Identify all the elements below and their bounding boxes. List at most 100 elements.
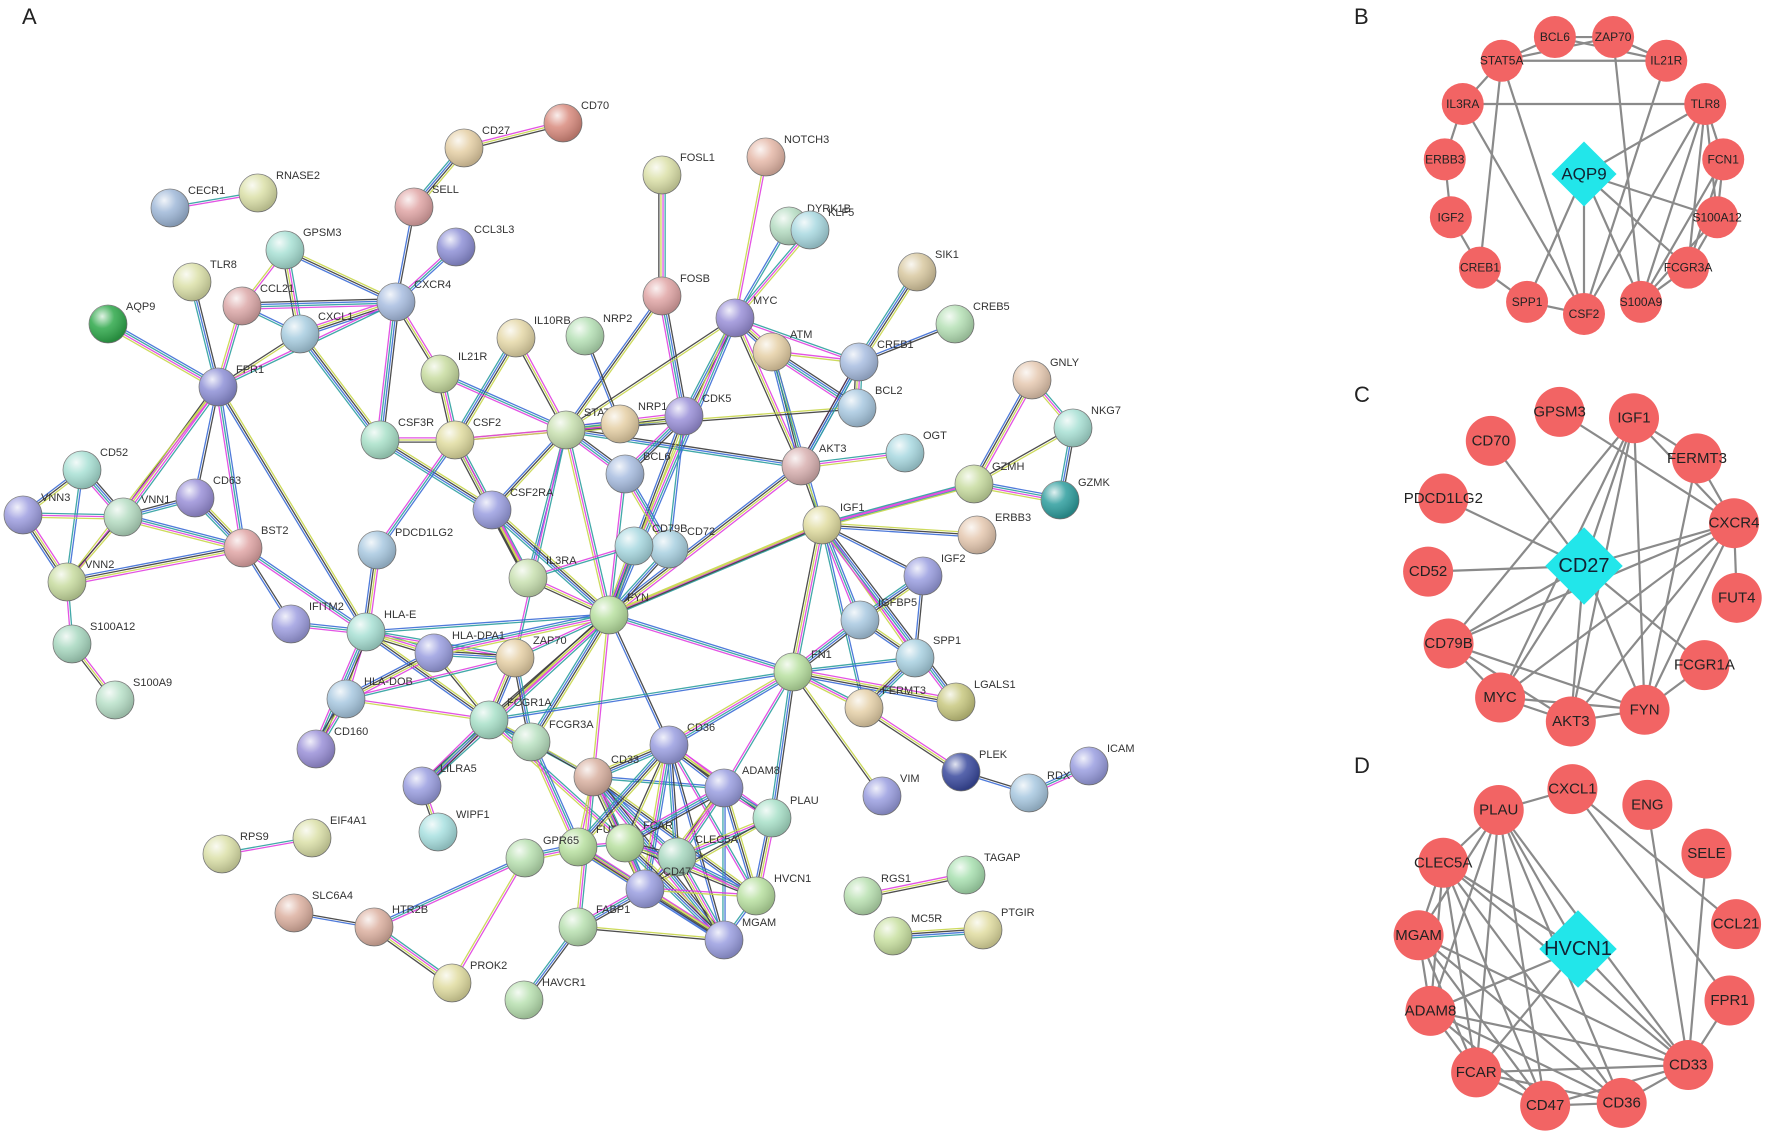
protein-node-cecr1[interactable]: CECR1: [150, 185, 225, 228]
gene-node-plau[interactable]: PLAU: [1473, 785, 1524, 836]
gene-node-tlr8[interactable]: TLR8: [1684, 83, 1727, 125]
protein-node-akt3[interactable]: AKT3: [781, 443, 847, 486]
protein-node-fyn[interactable]: FYN: [589, 592, 649, 635]
gene-node-ccl21[interactable]: CCL21: [1711, 899, 1762, 950]
gene-node-adam8[interactable]: ADAM8: [1405, 985, 1457, 1036]
gene-node-csf2[interactable]: CSF2: [1563, 293, 1605, 335]
protein-node-fosl1[interactable]: FOSL1: [642, 152, 715, 195]
protein-node-bcl6[interactable]: BCL6: [605, 451, 671, 494]
protein-node-cd63[interactable]: CD63: [175, 475, 241, 518]
protein-node-clec5a[interactable]: CLEC5A: [657, 834, 738, 877]
protein-node-pdcd1lg2[interactable]: PDCD1LG2: [357, 527, 453, 570]
protein-node-mgam[interactable]: MGAM: [704, 917, 776, 960]
gene-node-bcl6[interactable]: BCL6: [1533, 16, 1576, 59]
gene-node-fcn1[interactable]: FCN1: [1702, 138, 1745, 181]
protein-node-cxcr4[interactable]: CXCR4: [376, 279, 451, 322]
protein-node-zap70[interactable]: ZAP70: [495, 635, 567, 678]
protein-node-gzmk[interactable]: GZMK: [1040, 477, 1110, 520]
protein-node-gpsm3[interactable]: GPSM3: [265, 227, 342, 270]
gene-node-igf2[interactable]: IGF2: [1429, 196, 1472, 239]
gene-node-eng[interactable]: ENG: [1622, 779, 1673, 830]
protein-node-fosb[interactable]: FOSB: [642, 273, 710, 316]
protein-node-fn1[interactable]: FN1: [773, 649, 832, 692]
protein-node-hvcn1[interactable]: HVCN1: [736, 873, 811, 916]
protein-node-cd72[interactable]: CD72: [649, 526, 715, 569]
protein-node-gpr65[interactable]: GPR65: [505, 835, 579, 878]
gene-node-cd70[interactable]: CD70: [1465, 415, 1516, 466]
protein-node-aqp9[interactable]: AQP9: [88, 301, 155, 344]
protein-node-nkg7[interactable]: NKG7: [1053, 405, 1121, 448]
gene-node-fcgr3a[interactable]: FCGR3A: [1664, 246, 1713, 289]
protein-node-wipf1[interactable]: WIPF1: [418, 809, 490, 852]
gene-node-creb1[interactable]: CREB1: [1458, 246, 1501, 289]
protein-node-notch3[interactable]: NOTCH3: [746, 134, 829, 177]
protein-node-slc6a4[interactable]: SLC6A4: [274, 890, 353, 933]
gene-node-mgam[interactable]: MGAM: [1393, 910, 1444, 961]
protein-node-csf2ra[interactable]: CSF2RA: [472, 487, 554, 530]
gene-node-fermt3[interactable]: FERMT3: [1667, 433, 1727, 484]
protein-node-cd52[interactable]: CD52: [62, 447, 128, 490]
protein-node-creb1[interactable]: CREB1: [839, 339, 914, 382]
protein-node-cd36[interactable]: CD36: [649, 722, 715, 765]
gene-node-spp1[interactable]: SPP1: [1506, 280, 1549, 323]
protein-node-cd160[interactable]: CD160: [296, 726, 368, 769]
protein-node-igf1[interactable]: IGF1: [802, 502, 864, 545]
protein-node-tagap[interactable]: TAGAP: [946, 852, 1020, 895]
protein-node-cdk5[interactable]: CDK5: [664, 393, 731, 436]
protein-node-lilra5[interactable]: LILRA5: [402, 763, 477, 806]
protein-node-ccl3l3[interactable]: CCL3L3: [436, 224, 514, 267]
protein-node-rgs1[interactable]: RGS1: [843, 873, 911, 916]
protein-node-cd33[interactable]: CD33: [573, 754, 639, 797]
gene-node-zap70[interactable]: ZAP70: [1592, 16, 1635, 59]
protein-node-nrp1[interactable]: NRP1: [600, 401, 667, 444]
gene-node-cxcr4[interactable]: CXCR4: [1709, 498, 1760, 549]
protein-node-adam8[interactable]: ADAM8: [704, 765, 780, 808]
protein-node-cd70[interactable]: CD70: [543, 100, 609, 143]
gene-node-fcgr1a[interactable]: FCGR1A: [1674, 640, 1735, 691]
protein-node-bcl2[interactable]: BCL2: [837, 385, 903, 428]
gene-node-fpr1[interactable]: FPR1: [1704, 975, 1755, 1026]
protein-node-igf2[interactable]: IGF2: [903, 553, 965, 596]
protein-node-il3ra[interactable]: IL3RA: [508, 555, 577, 598]
gene-node-cd36[interactable]: CD36: [1596, 1077, 1647, 1128]
hub-node-hvcn1[interactable]: HVCN1: [1539, 910, 1617, 988]
protein-node-fcar[interactable]: FCAR: [605, 820, 673, 863]
protein-node-sell[interactable]: SELL: [394, 184, 459, 227]
protein-node-fpr1[interactable]: FPR1: [198, 364, 264, 407]
protein-node-hla-dpa1[interactable]: HLA-DPA1: [414, 630, 505, 673]
protein-node-icam[interactable]: ICAM: [1069, 743, 1135, 786]
gene-node-pdcd1lg2[interactable]: PDCD1LG2: [1404, 473, 1483, 524]
protein-node-rdx[interactable]: RDX: [1009, 770, 1071, 813]
protein-node-hla-e[interactable]: HLA-E: [346, 609, 416, 652]
protein-node-atm[interactable]: ATM: [752, 329, 812, 372]
protein-node-csf3r[interactable]: CSF3R: [360, 417, 434, 460]
gene-node-fcar[interactable]: FCAR: [1451, 1047, 1502, 1098]
protein-node-myc[interactable]: MYC: [715, 295, 778, 338]
protein-node-ogt[interactable]: OGT: [885, 430, 947, 473]
protein-node-tlr8[interactable]: TLR8: [172, 259, 237, 302]
protein-node-csf2[interactable]: CSF2: [435, 417, 501, 460]
protein-node-gzmh[interactable]: GZMH: [954, 461, 1024, 504]
protein-node-vnn3[interactable]: VNN3: [3, 492, 70, 535]
protein-node-igfbp5[interactable]: IGFBP5: [840, 597, 917, 640]
protein-node-spp1[interactable]: SPP1: [895, 635, 961, 678]
hub-node-cd27[interactable]: CD27: [1545, 527, 1623, 605]
protein-node-ifitm2[interactable]: IFITM2: [271, 601, 344, 644]
protein-node-eif4a1[interactable]: EIF4A1: [292, 815, 367, 858]
protein-node-gnly[interactable]: GNLY: [1012, 357, 1080, 400]
protein-node-il10rb[interactable]: IL10RB: [496, 315, 571, 358]
gene-node-myc[interactable]: MYC: [1475, 672, 1526, 723]
protein-node-plau[interactable]: PLAU: [752, 795, 819, 838]
gene-node-clec5a[interactable]: CLEC5A: [1414, 837, 1472, 888]
protein-node-erbb3[interactable]: ERBB3: [957, 512, 1031, 555]
protein-node-sik1[interactable]: SIK1: [897, 249, 959, 292]
protein-node-bst2[interactable]: BST2: [223, 525, 289, 568]
gene-node-cd52[interactable]: CD52: [1403, 546, 1454, 597]
protein-node-cxcl1[interactable]: CXCL1: [280, 311, 353, 354]
gene-node-s100a9[interactable]: S100A9: [1620, 280, 1663, 323]
protein-node-vim[interactable]: VIM: [862, 773, 920, 816]
protein-node-nrp2[interactable]: NRP2: [565, 313, 632, 356]
gene-node-fyn[interactable]: FYN: [1619, 684, 1670, 735]
protein-node-fcgr3a[interactable]: FCGR3A: [511, 719, 594, 762]
gene-node-cd79b[interactable]: CD79B: [1423, 618, 1474, 669]
